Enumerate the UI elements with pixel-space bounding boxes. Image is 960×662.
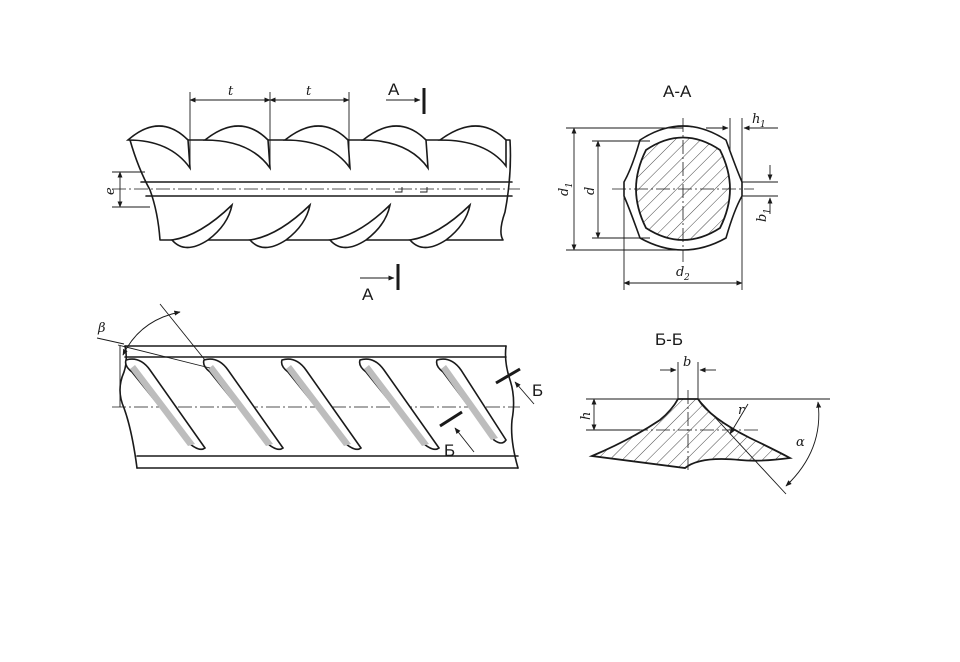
h1-subscript: 1: [760, 120, 766, 130]
section-a-letter-bottom: А: [362, 285, 374, 304]
top-view-rebar: β Б Б: [96, 303, 543, 469]
top-rib-2: [202, 125, 272, 171]
section-a-marker-bottom: А: [360, 264, 400, 304]
bottom-ribs: [170, 202, 472, 249]
d1-label: d: [557, 188, 572, 196]
b1-subscript: 1: [763, 208, 773, 214]
section-b-rib-profile: [588, 398, 793, 469]
beta-angle: β: [96, 303, 211, 407]
alpha-angle: α: [697, 398, 830, 495]
section-a-title: А-А: [663, 82, 692, 101]
pitch-label-1: t: [228, 84, 234, 99]
bottom-rib-1: [170, 202, 234, 249]
pitch-label-2: t: [306, 84, 312, 99]
d2-subscript: 2: [683, 273, 690, 283]
section-b-marker-bottom: Б: [439, 410, 475, 460]
b-dimension: b: [660, 355, 716, 399]
top-rib-5: [437, 125, 507, 169]
side-view-rebar: t t e А А: [103, 80, 520, 304]
section-a-a-view: А-А d 1 d d: [557, 82, 778, 290]
pitch-dimension: t t: [189, 84, 350, 165]
d1-subscript: 1: [565, 182, 575, 188]
top-ribs: [125, 125, 507, 171]
top-rib-3: [282, 125, 352, 171]
alpha-label: α: [796, 435, 805, 450]
hidden-lines: [395, 187, 428, 193]
section-b-b-view: Б-Б b h r α: [579, 330, 830, 495]
bottom-rib-3: [328, 202, 392, 249]
r-radius: r: [729, 403, 749, 435]
h-dimension: h: [579, 398, 678, 431]
beta-label: β: [97, 321, 106, 336]
r-label: r: [738, 403, 745, 418]
inclined-ribs: [124, 358, 507, 451]
top-rib-4: [360, 125, 430, 171]
eccentricity-label: e: [103, 187, 118, 195]
h-label: h: [579, 412, 594, 420]
bottom-rib-4: [408, 202, 472, 249]
top-view-right-break: [504, 345, 519, 469]
b1-label: b: [755, 214, 770, 222]
section-b-title: Б-Б: [655, 330, 683, 349]
top-rib-1: [125, 125, 192, 171]
section-b-letter-bottom: Б: [444, 441, 455, 460]
h1-label: h: [752, 112, 760, 127]
h1-dimension: h 1: [706, 112, 778, 182]
section-a-marker-top: А: [386, 80, 426, 114]
section-b-letter-right: Б: [532, 381, 543, 400]
eccentricity-dimension: e: [103, 171, 150, 208]
rebar-body-outline: [129, 139, 512, 241]
b1-dimension: b 1: [742, 165, 778, 222]
section-b-marker-right: Б: [495, 367, 543, 405]
d1-dimension: d 1: [557, 127, 683, 251]
section-a-letter-top: А: [388, 80, 400, 99]
d-dimension: d: [583, 140, 650, 239]
b-label: b: [683, 355, 691, 370]
d2-label: d: [676, 265, 684, 280]
d2-dimension: d 2: [623, 196, 743, 290]
d-label: d: [583, 187, 598, 195]
bottom-rib-2: [248, 202, 312, 249]
